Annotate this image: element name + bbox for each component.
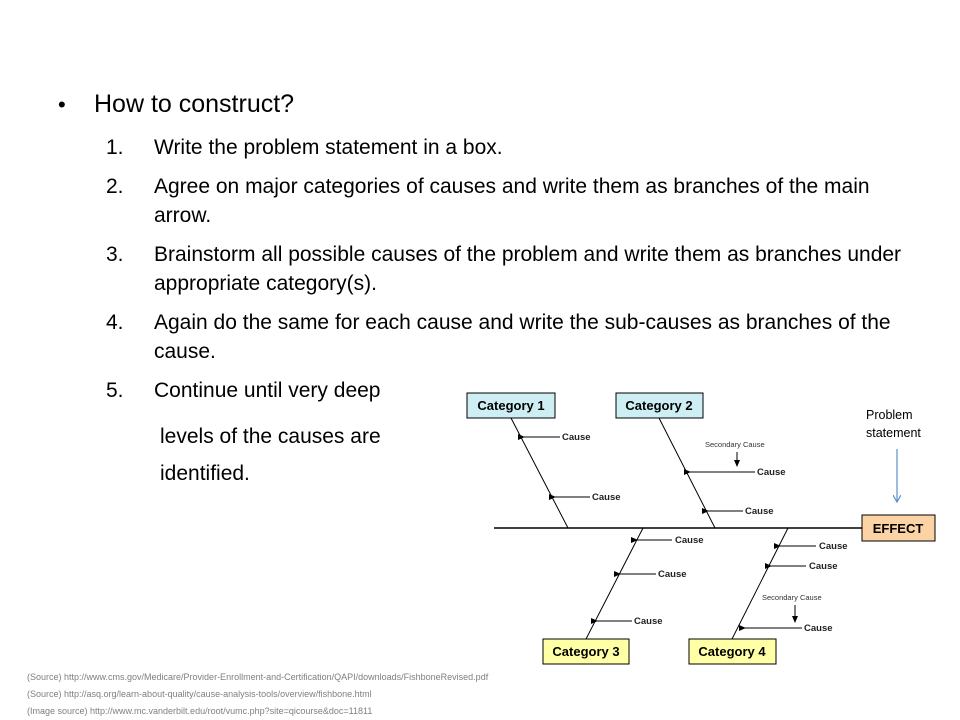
effect-label: EFFECT bbox=[873, 521, 924, 536]
effect-box: EFFECT bbox=[861, 514, 936, 542]
cause-label: Cause bbox=[819, 541, 848, 552]
cause-label: Cause bbox=[675, 535, 704, 546]
secondary-cause-label: Secondary Cause bbox=[705, 440, 765, 449]
step-item: 4. Again do the same for each cause and … bbox=[106, 308, 906, 366]
step-number: 2. bbox=[106, 175, 124, 198]
category-3-box: Category 3 bbox=[542, 638, 630, 665]
category-label: Category 1 bbox=[477, 398, 544, 413]
bullet-icon: • bbox=[58, 91, 66, 117]
heading-text: How to construct? bbox=[94, 90, 295, 118]
step-text: Continue until very deep bbox=[154, 379, 381, 402]
step-continuation: identified. bbox=[160, 462, 250, 485]
category-4-bone bbox=[731, 527, 789, 640]
cause-label: Cause bbox=[634, 616, 663, 627]
step-text: Write the problem statement in a box. bbox=[154, 136, 503, 159]
step-continuation: levels of the causes are bbox=[160, 425, 381, 448]
category-4-box: Category 4 bbox=[688, 638, 777, 665]
step-item: 3. Brainstorm all possible causes of the… bbox=[106, 240, 906, 298]
cause-label: Cause bbox=[562, 432, 591, 443]
step-number: 5. bbox=[106, 379, 124, 402]
category-label: Category 3 bbox=[552, 644, 619, 659]
cause-label: Cause bbox=[592, 492, 621, 503]
category-label: Category 2 bbox=[625, 398, 692, 413]
cause-label: Cause bbox=[658, 569, 687, 580]
step-text: Brainstorm all possible causes of the pr… bbox=[154, 243, 902, 295]
step-number: 4. bbox=[106, 311, 124, 334]
problem-statement-annotation: Problem statement bbox=[866, 408, 921, 440]
category-1-bone bbox=[510, 417, 569, 529]
step-text: Again do the same for each cause and wri… bbox=[154, 311, 891, 363]
source-line: (Image source) http://www.mc.vanderbilt.… bbox=[27, 706, 373, 716]
steps-list: 1. Write the problem statement in a box.… bbox=[106, 133, 906, 415]
step-item: 1. Write the problem statement in a box. bbox=[106, 133, 906, 162]
step-text: Agree on major categories of causes and … bbox=[154, 175, 870, 227]
step-number: 3. bbox=[106, 243, 124, 266]
category-2-box: Category 2 bbox=[615, 392, 704, 419]
step-item: 2. Agree on major categories of causes a… bbox=[106, 172, 906, 230]
category-1-box: Category 1 bbox=[466, 392, 556, 419]
section-heading: • How to construct? bbox=[58, 90, 294, 119]
cause-label: Cause bbox=[804, 623, 833, 634]
cause-label: Cause bbox=[809, 561, 838, 572]
secondary-cause-label: Secondary Cause bbox=[762, 593, 822, 602]
source-line: (Source) http://asq.org/learn-about-qual… bbox=[27, 689, 372, 699]
cause-label: Cause bbox=[745, 506, 774, 517]
step-item: 5. Continue until very deep bbox=[106, 376, 906, 405]
step-number: 1. bbox=[106, 136, 124, 159]
category-label: Category 4 bbox=[698, 644, 766, 659]
sources-list: (Source) http://www.cms.gov/Medicare/Pro… bbox=[27, 669, 488, 720]
cause-label: Cause bbox=[757, 467, 786, 478]
category-2-bone bbox=[658, 417, 716, 529]
source-line: (Source) http://www.cms.gov/Medicare/Pro… bbox=[27, 672, 489, 682]
